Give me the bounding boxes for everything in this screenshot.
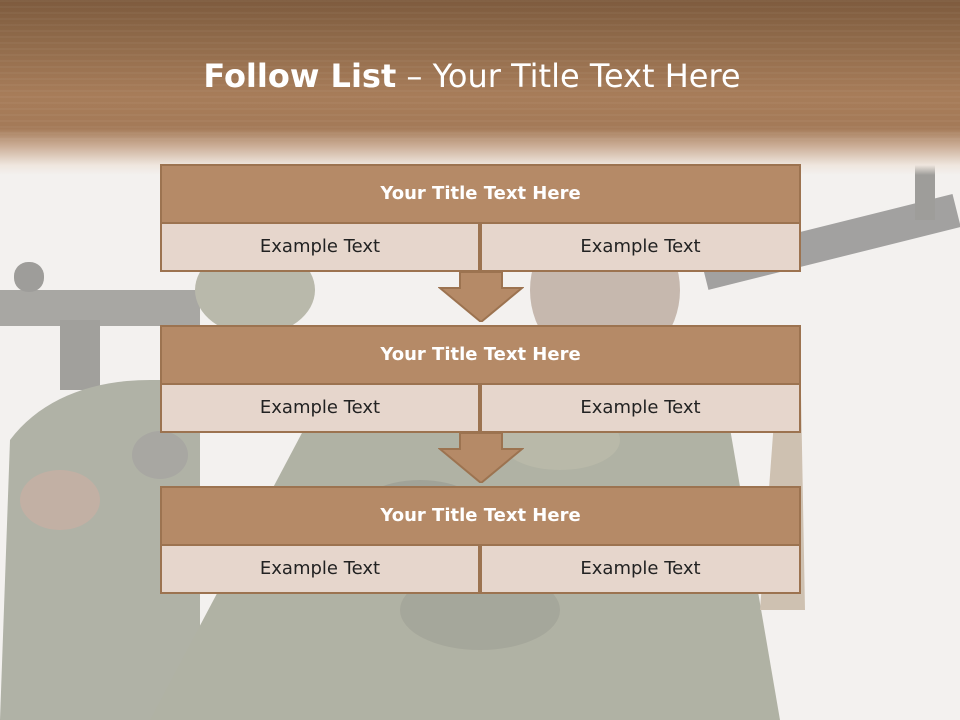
step-cell-left: Example Text	[160, 383, 480, 433]
step-cell-right: Example Text	[480, 222, 801, 272]
header-band	[0, 0, 960, 175]
step-title: Your Title Text Here	[160, 164, 801, 224]
slide-title-bold: Follow List	[203, 57, 397, 95]
down-arrow-icon	[438, 272, 524, 322]
step-cell-left: Example Text	[160, 544, 480, 594]
step-title: Your Title Text Here	[160, 325, 801, 385]
step-cell-left: Example Text	[160, 222, 480, 272]
slide-title: Follow List – Your Title Text Here	[0, 52, 944, 100]
step-title: Your Title Text Here	[160, 486, 801, 546]
header-stripes	[0, 0, 960, 140]
step-cell-right: Example Text	[480, 544, 801, 594]
step-cell-right: Example Text	[480, 383, 801, 433]
down-arrow-icon	[438, 433, 524, 483]
slide-title-rest: – Your Title Text Here	[396, 57, 741, 95]
